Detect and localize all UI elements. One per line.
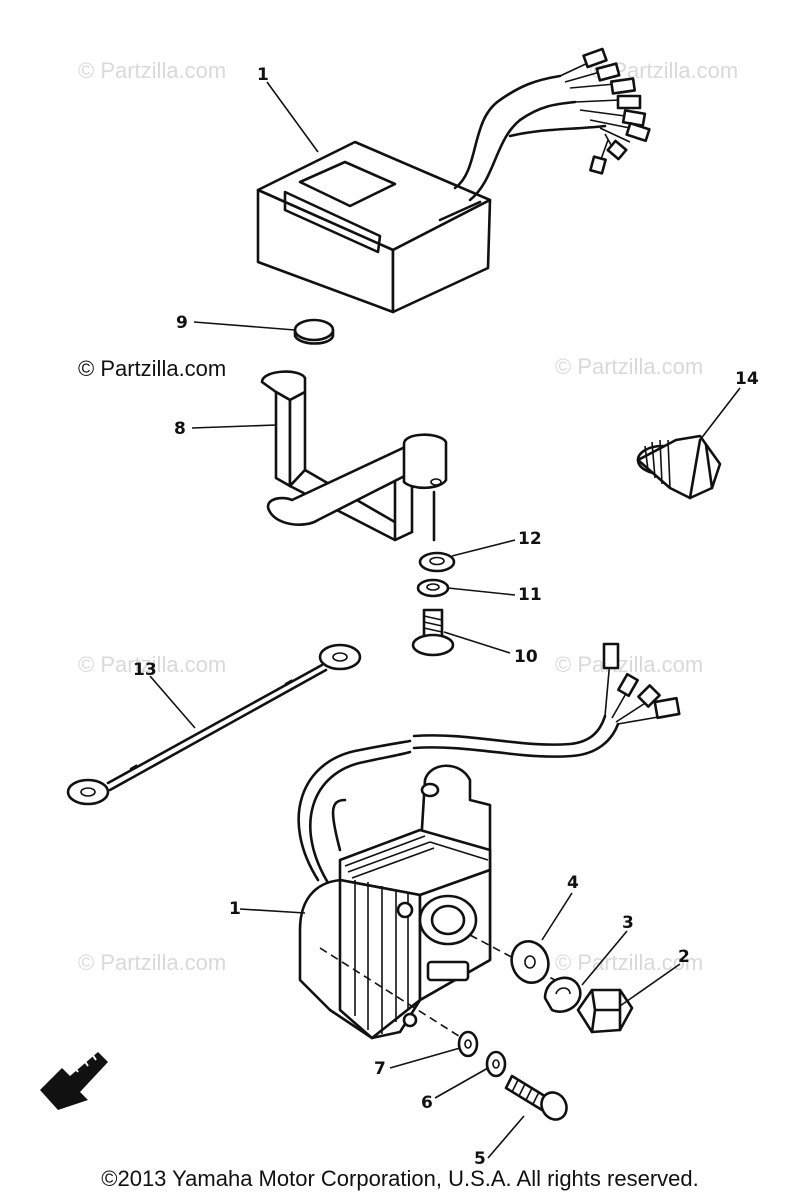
callout-1-bottom: 1 xyxy=(229,899,241,919)
watermark: © Partzilla.com xyxy=(78,652,226,677)
callout-11: 11 xyxy=(518,585,542,605)
hex-nut-2 xyxy=(576,988,634,1034)
callout-5: 5 xyxy=(474,1149,486,1169)
washer-6 xyxy=(485,1050,507,1078)
watermark: © Partzilla.com xyxy=(555,950,703,975)
rubber-plug xyxy=(636,434,722,500)
screw-5 xyxy=(504,1074,568,1121)
callout-13: 13 xyxy=(133,660,157,680)
bolt-10 xyxy=(411,608,455,657)
copyright-notice: ©2013 Yamaha Motor Corporation, U.S.A. A… xyxy=(101,1166,699,1191)
watermark: © Partzilla.com xyxy=(555,652,703,677)
callout-labels: 1 9 8 14 12 11 10 13 1 4 3 2 7 6 5 xyxy=(133,65,759,1169)
callout-8: 8 xyxy=(174,419,186,439)
callout-6: 6 xyxy=(421,1093,433,1113)
watermark: © Partzilla.com xyxy=(78,58,226,83)
callout-9: 9 xyxy=(176,313,188,333)
ground-lead-wire xyxy=(66,643,362,806)
callout-3: 3 xyxy=(622,913,634,933)
callout-12: 12 xyxy=(518,529,542,549)
lock-washer-11 xyxy=(416,578,450,598)
flat-washer-4 xyxy=(510,940,550,984)
watermark-prominent: © Partzilla.com xyxy=(78,356,226,381)
cdi-unit-box xyxy=(256,140,492,314)
callout-1-top: 1 xyxy=(257,65,269,85)
watermark: © Partzilla.com xyxy=(78,950,226,975)
callout-7: 7 xyxy=(374,1059,386,1079)
front-direction-arrow-icon xyxy=(40,1052,108,1110)
watermark: © Partzilla.com xyxy=(555,354,703,379)
callout-2: 2 xyxy=(678,947,690,967)
lock-washer-3 xyxy=(543,976,582,1013)
stator-coil-assembly xyxy=(297,642,681,1040)
grommet-cap xyxy=(293,318,335,345)
mounting-bracket xyxy=(260,370,448,542)
leader-lines xyxy=(149,81,741,1159)
callout-4: 4 xyxy=(567,873,579,893)
flat-washer-12 xyxy=(418,551,456,573)
callout-10: 10 xyxy=(514,647,538,667)
callout-14: 14 xyxy=(735,369,759,389)
washer-7 xyxy=(457,1030,479,1058)
cdi-wire-harness xyxy=(453,47,651,202)
watermark-group: © Partzilla.com © Partzilla.com © Partzi… xyxy=(78,58,738,975)
